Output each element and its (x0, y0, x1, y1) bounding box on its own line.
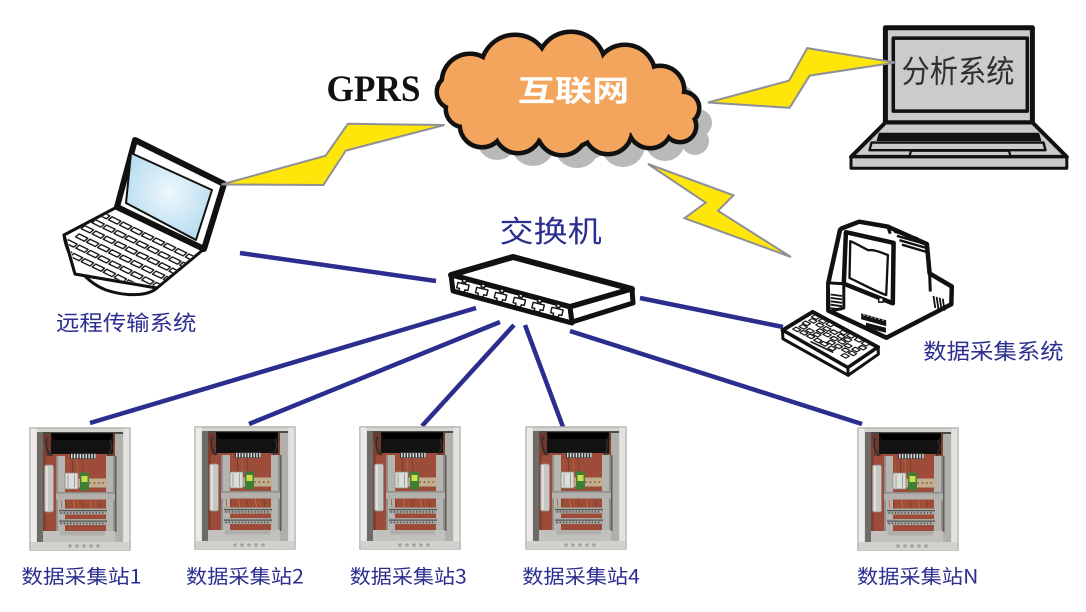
svg-text:GPRS: GPRS (327, 69, 421, 110)
